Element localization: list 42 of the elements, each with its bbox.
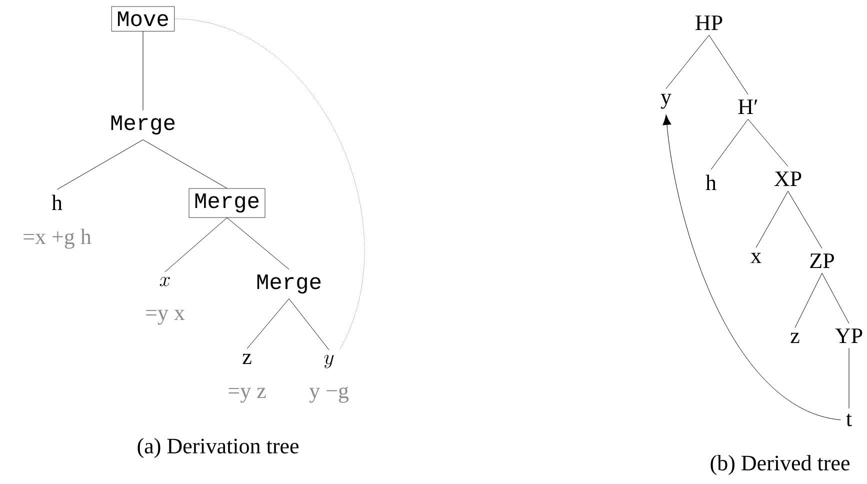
tree-node-label: x xyxy=(750,252,762,263)
tree-branch xyxy=(794,272,822,328)
movement-arrow xyxy=(662,114,841,420)
tree-branch xyxy=(748,118,788,167)
tree-node-label: XP xyxy=(774,172,802,186)
tree-branch xyxy=(708,34,748,95)
leaf-label: $y$ xyxy=(324,354,334,368)
tree-branch xyxy=(164,218,228,272)
tree-node-label: y xyxy=(660,94,672,109)
tree-branch xyxy=(822,272,850,324)
tree-node-label: t xyxy=(846,414,852,426)
tree-branch xyxy=(142,31,144,111)
leaf-label: $x$ xyxy=(160,276,170,286)
tree-node-label: h xyxy=(52,194,62,210)
tree-branch xyxy=(848,348,850,409)
tree-node-label: z xyxy=(790,332,800,343)
operation-box: Merge xyxy=(188,188,266,218)
tree-node-label: ZP xyxy=(810,254,834,268)
feature-label: =y z xyxy=(228,388,266,403)
feature-label: =x +g h xyxy=(24,228,92,249)
operation-box: Move xyxy=(111,6,175,32)
feature-label: =y x xyxy=(146,310,185,325)
operation-label: Merge xyxy=(111,116,175,135)
tree-branch xyxy=(288,298,330,350)
dotted-link xyxy=(174,18,365,350)
tree-branch xyxy=(666,34,710,89)
tree-branch xyxy=(142,140,228,189)
operation-label: Merge xyxy=(257,274,321,294)
tree-branch xyxy=(710,118,748,170)
feature-label: y −g xyxy=(309,386,349,403)
tree-branch xyxy=(246,298,290,349)
tree-node-label: h xyxy=(706,174,716,190)
tree-branch xyxy=(756,190,788,248)
caption: (b) Derived tree xyxy=(710,455,850,475)
tree-branch xyxy=(226,218,290,270)
tree-node-label: YP xyxy=(835,328,862,343)
tree-node-label: H′ xyxy=(738,100,758,114)
tree-branch xyxy=(56,140,144,190)
tree-branch xyxy=(788,190,822,249)
tree-node-label: HP xyxy=(696,16,722,30)
tree-node-label: z xyxy=(242,354,252,364)
caption: (a) Derivation tree xyxy=(138,438,298,458)
